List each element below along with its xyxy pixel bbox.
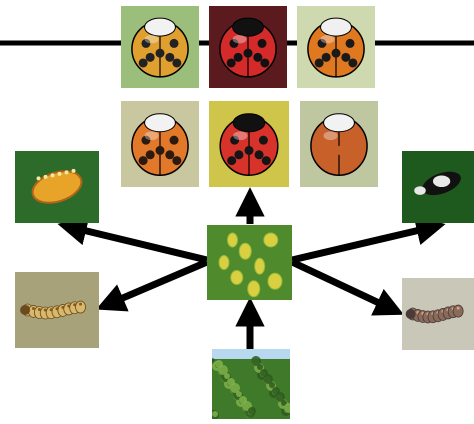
- ladybird-mid-2-photo: [209, 101, 289, 187]
- aphids-center-photo: [207, 225, 292, 300]
- ladybird-top-3-photo: [297, 6, 375, 88]
- crop-field-photo: [209, 349, 294, 420]
- larva-left-photo: [15, 272, 99, 348]
- arrow-aphids-to-larva-right: [292, 262, 396, 311]
- ladybird-mid-3-photo: [300, 101, 378, 187]
- arrow-aphids-to-pupa: [66, 226, 207, 260]
- ladybird-mid-1-photo: [121, 101, 199, 187]
- ladybird-top-2-photo: [209, 6, 287, 88]
- arrow-aphids-to-larva-left: [104, 262, 207, 306]
- beetle-right-photo: [402, 151, 474, 223]
- ladybird-top-1-photo: [121, 6, 199, 88]
- arrow-aphids-to-beetle: [292, 226, 437, 260]
- larva-right-photo: [402, 278, 474, 350]
- pupa-left-photo: [15, 151, 99, 223]
